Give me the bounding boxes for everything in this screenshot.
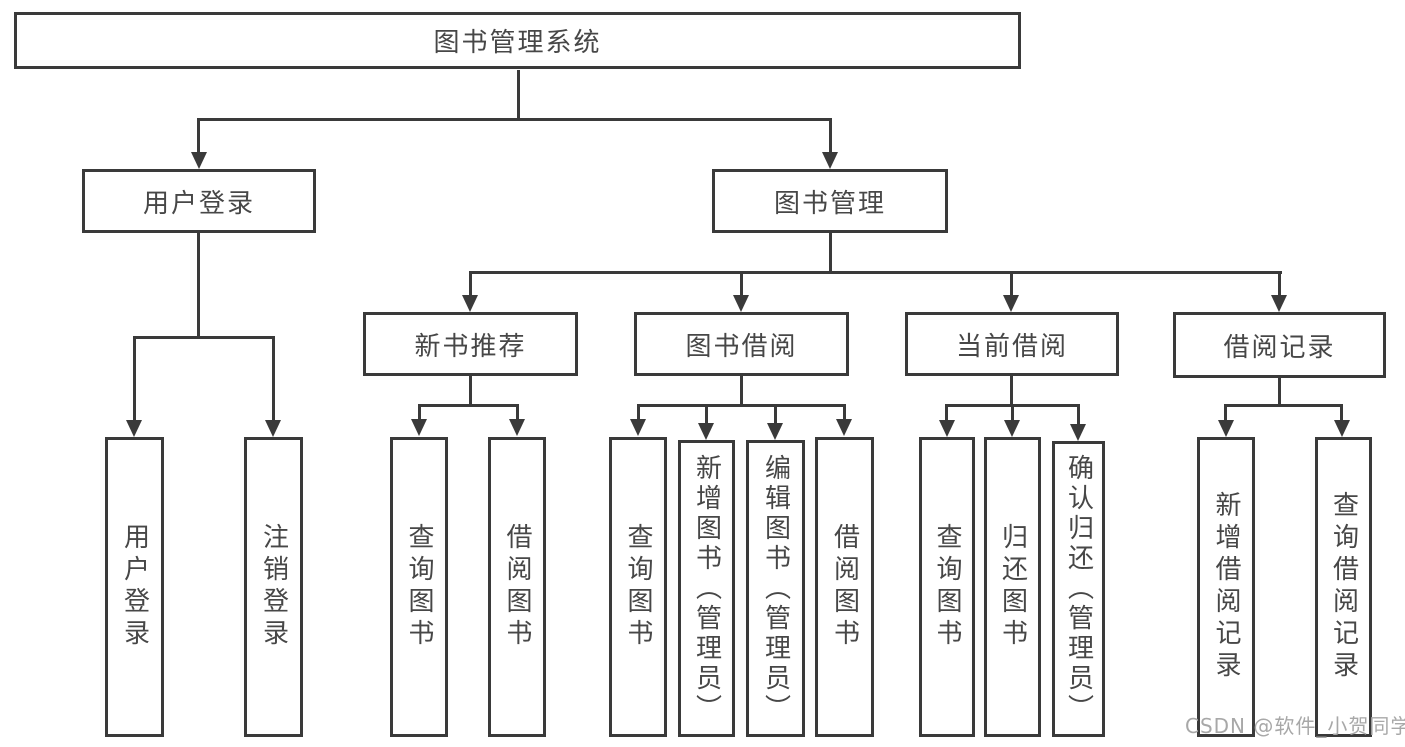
connector-line — [272, 336, 275, 421]
watermark: CSDN @软件_小贺同学 — [1185, 714, 1405, 738]
arrow-down-icon — [1004, 420, 1020, 437]
arrow-down-icon — [191, 152, 207, 169]
connector-line — [133, 336, 136, 421]
connector-line — [469, 271, 472, 297]
leaf-confirm-return-admin-label: 确认归还（管理员） — [1063, 454, 1094, 724]
node-book-borrowing-label: 图书借阅 — [685, 331, 798, 362]
connector-line — [469, 271, 1282, 274]
leaf-user-login-label: 用户登录 — [119, 523, 150, 651]
leaf-logout: 注销登录 — [244, 437, 303, 737]
connector-line — [197, 233, 200, 338]
connector-line — [517, 70, 520, 120]
leaf-query-books-current-label: 查询图书 — [932, 523, 962, 651]
connector-line — [829, 233, 832, 273]
connector-line — [1077, 404, 1080, 426]
node-book-management: 图书管理 — [712, 169, 948, 233]
connector-line — [740, 376, 743, 407]
node-current-borrowing-label: 当前借阅 — [955, 331, 1068, 362]
node-book-borrowing: 图书借阅 — [634, 312, 849, 376]
connector-line — [945, 404, 948, 422]
arrow-down-icon — [698, 423, 714, 440]
node-root-label: 图书管理系统 — [433, 28, 602, 58]
leaf-borrow-books-borrowing: 借阅图书 — [815, 437, 874, 737]
connector-line — [829, 118, 832, 154]
connector-line — [637, 404, 640, 421]
leaf-query-borrow-record-label: 查询借阅记录 — [1328, 491, 1359, 683]
arrow-down-icon — [509, 419, 525, 436]
connector-line — [1340, 404, 1343, 422]
arrow-down-icon — [1334, 420, 1350, 437]
leaf-edit-books-admin-label: 编辑图书（管理员） — [760, 453, 791, 724]
connector-line — [1224, 404, 1227, 422]
arrow-down-icon — [1218, 420, 1234, 437]
leaf-user-login: 用户登录 — [105, 437, 164, 737]
arrow-down-icon — [1003, 295, 1019, 312]
leaf-add-borrow-record-label: 新增借阅记录 — [1211, 491, 1241, 683]
node-new-book-recommendation-label: 新书推荐 — [414, 331, 527, 362]
connector-line — [516, 404, 519, 421]
connector-line — [197, 118, 832, 121]
connector-line — [1010, 376, 1013, 407]
leaf-borrow-books-recommend-label: 借阅图书 — [502, 523, 532, 651]
connector-line — [418, 404, 421, 421]
arrow-down-icon — [822, 152, 838, 169]
leaf-borrow-books-recommend: 借阅图书 — [488, 437, 546, 737]
arrow-down-icon — [1070, 424, 1086, 441]
connector-line — [197, 118, 200, 154]
connector-line — [469, 376, 472, 407]
connector-line — [1278, 378, 1281, 407]
arrow-down-icon — [462, 295, 478, 312]
arrow-down-icon — [630, 419, 646, 436]
arrow-down-icon — [265, 420, 281, 437]
node-user-login-module-label: 用户登录 — [142, 188, 255, 219]
connector-line — [418, 404, 519, 407]
leaf-confirm-return-admin: 确认归还（管理员） — [1052, 441, 1105, 737]
leaf-query-books-current: 查询图书 — [919, 437, 975, 737]
arrow-down-icon — [939, 420, 955, 437]
connector-line — [843, 404, 846, 421]
connector-line — [133, 336, 275, 339]
arrow-down-icon — [733, 295, 749, 312]
arrow-down-icon — [411, 419, 427, 436]
connector-line — [1010, 271, 1013, 297]
leaf-add-books-admin: 新增图书（管理员） — [678, 440, 735, 737]
leaf-edit-books-admin: 编辑图书（管理员） — [746, 440, 805, 737]
node-current-borrowing: 当前借阅 — [905, 312, 1119, 376]
connector-line — [774, 404, 777, 425]
node-borrowing-records: 借阅记录 — [1173, 312, 1386, 378]
arrow-down-icon — [1271, 295, 1287, 312]
node-root: 图书管理系统 — [14, 12, 1021, 69]
arrow-down-icon — [767, 423, 783, 440]
arrow-down-icon — [836, 419, 852, 436]
connector-line — [1011, 404, 1014, 422]
connector-line — [740, 271, 743, 297]
leaf-add-books-admin-label: 新增图书（管理员） — [691, 453, 722, 724]
node-borrowing-records-label: 借阅记录 — [1223, 332, 1336, 363]
node-new-book-recommendation: 新书推荐 — [363, 312, 578, 376]
connector-line — [637, 404, 845, 407]
leaf-borrow-books-borrowing-label: 借阅图书 — [829, 523, 860, 651]
node-book-management-label: 图书管理 — [773, 188, 886, 219]
leaf-query-borrow-record: 查询借阅记录 — [1315, 437, 1372, 737]
leaf-query-books-recommend-label: 查询图书 — [404, 523, 434, 651]
leaf-query-books-borrowing: 查询图书 — [609, 437, 667, 737]
connector-line — [705, 404, 708, 425]
leaf-query-books-borrowing-label: 查询图书 — [623, 523, 653, 651]
connector-line — [1278, 271, 1281, 297]
leaf-return-books-label: 归还图书 — [997, 523, 1028, 651]
arrow-down-icon — [126, 420, 142, 437]
leaf-query-books-recommend: 查询图书 — [390, 437, 448, 737]
leaf-logout-label: 注销登录 — [258, 523, 289, 651]
leaf-return-books: 归还图书 — [984, 437, 1041, 737]
node-user-login-module: 用户登录 — [82, 169, 316, 233]
connector-line — [1224, 404, 1343, 407]
leaf-add-borrow-record: 新增借阅记录 — [1197, 437, 1255, 737]
